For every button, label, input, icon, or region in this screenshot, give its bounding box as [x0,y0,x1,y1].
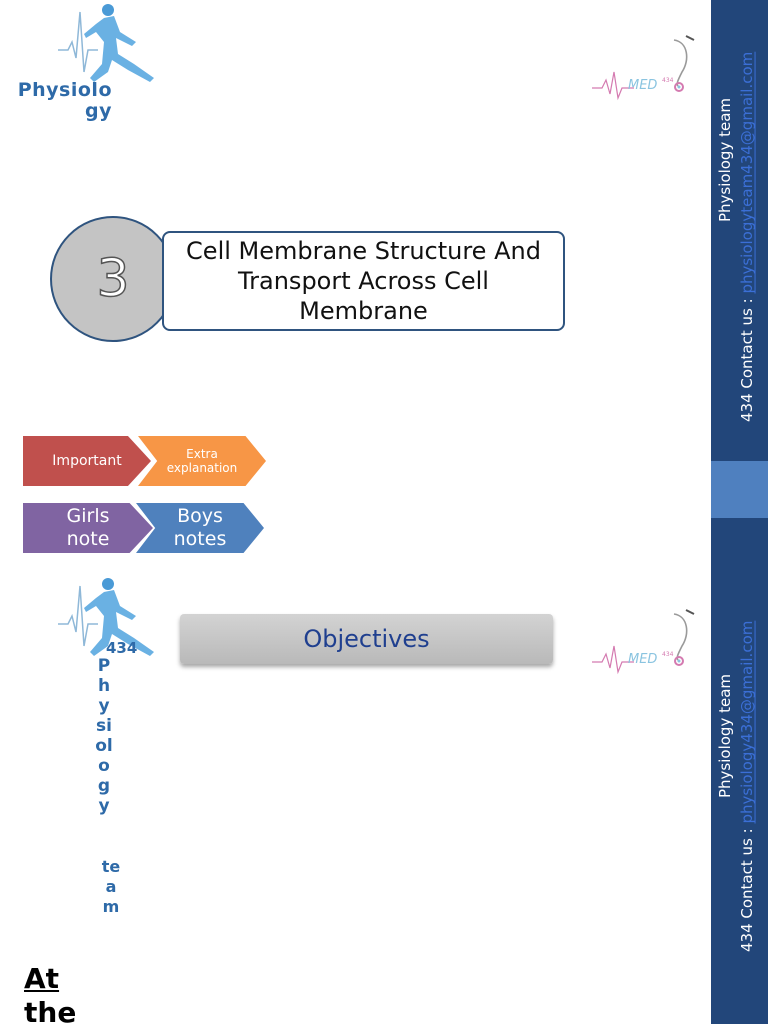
sidebar-contact-label-2: 434 Contact us : [738,828,756,952]
sidebar-team-label: Physiology team [716,97,734,222]
legend-extra-label: Extra explanation [166,447,238,475]
vertical-brand-text: Physiology [95,656,113,816]
vertical-brand: Physiology [94,656,114,816]
vertical-team: team [101,857,121,917]
lecture-title: Cell Membrane Structure And Transport Ac… [186,237,541,325]
chapter-number-circle: 3 [50,216,176,342]
brand-title: Physiology [12,80,112,122]
legend-boys-label: Boys notes [173,505,227,550]
sidebar-email-link-2[interactable]: physiology434@gmail.com [738,620,756,824]
sidebar-email-link[interactable]: physiologyteam434@gmail.com [738,51,756,294]
legend-important-label: Important [52,453,122,469]
sidebar-contact: 434 Contact us : physiologyteam434@gmail… [738,52,756,422]
chapter-number: 3 [96,248,131,310]
legend-boys: Boys notes [136,503,264,553]
objectives-bar: Objectives [180,614,553,664]
badge-434: 434 [106,639,138,657]
svg-text:434: 434 [662,77,674,84]
med434-stethoscope-logo-icon-2: MED 434 [592,609,695,675]
legend-important: Important [23,436,151,486]
sidebar-accent-block [711,461,768,518]
legend-extra: Extra explanation [138,436,266,486]
legend-girls-label: Girls note [66,505,110,550]
med434-stethoscope-logo-icon: MED 434 [592,35,695,101]
svg-text:434: 434 [662,651,674,658]
title-box: Cell Membrane Structure And Transport Ac… [162,231,565,331]
brand-line: Physiology [17,79,112,122]
runner-logo-icon-2 [58,578,154,656]
runner-logo-icon [58,4,154,82]
sidebar-contact-label: 434 Contact us : [738,298,756,422]
svg-text:MED: MED [628,78,657,93]
svg-text:MED: MED [628,652,657,667]
sidebar-team-label-2: Physiology team [716,673,734,798]
legend-girls: Girls note [23,503,153,553]
vertical-team-text: team [101,857,121,916]
sidebar-contact-2: 434 Contact us : physiology434@gmail.com [738,621,756,952]
objectives-heading: Objectives [303,625,430,653]
